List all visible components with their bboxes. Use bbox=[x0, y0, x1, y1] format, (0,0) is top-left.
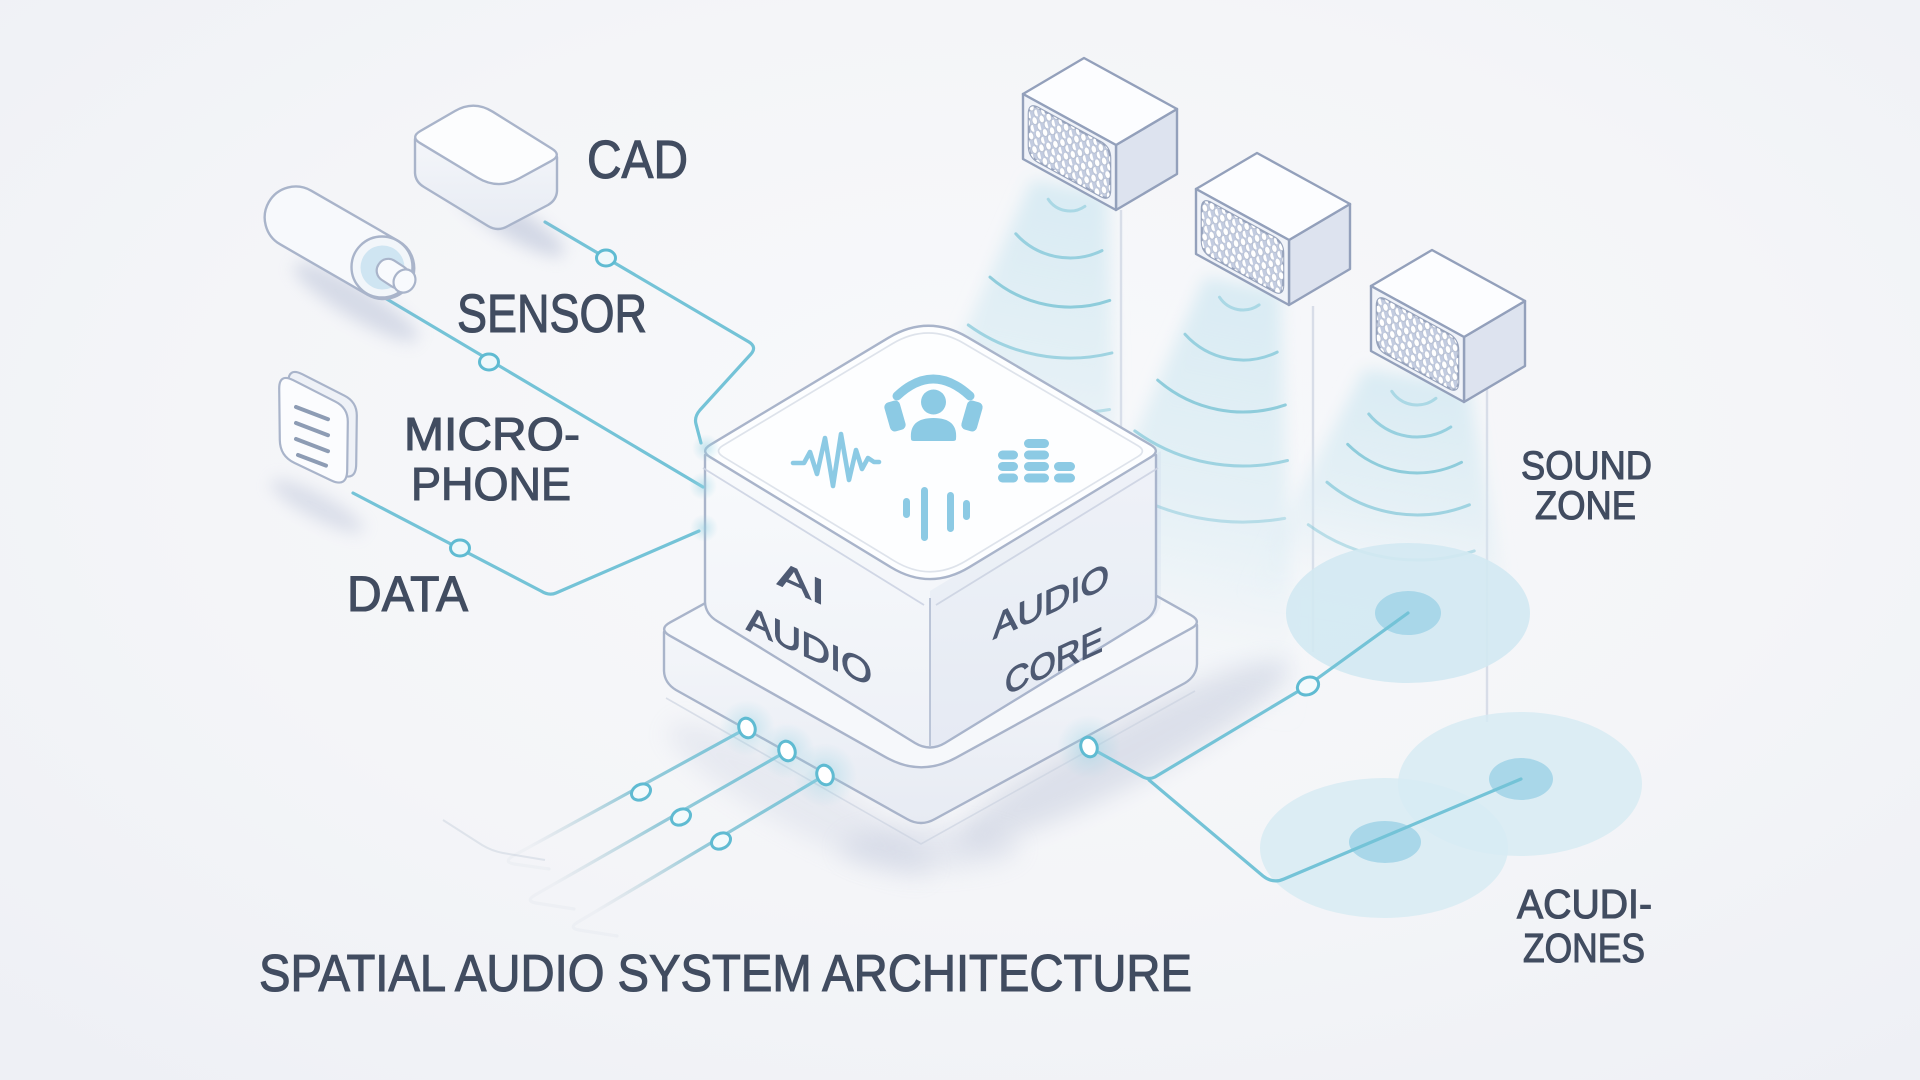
svg-text:MICRO-: MICRO- bbox=[404, 408, 580, 460]
svg-text:ACUDI-: ACUDI- bbox=[1517, 881, 1652, 927]
svg-text:SENSOR: SENSOR bbox=[457, 284, 647, 344]
svg-text:CAD: CAD bbox=[587, 130, 688, 190]
svg-text:PHONE: PHONE bbox=[411, 458, 571, 510]
svg-text:ZONES: ZONES bbox=[1523, 925, 1645, 971]
svg-text:DATA: DATA bbox=[347, 566, 469, 622]
svg-text:SOUND: SOUND bbox=[1521, 444, 1652, 488]
svg-text:ZONE: ZONE bbox=[1535, 484, 1636, 528]
svg-text:SPATIAL AUDIO SYSTEM ARCHITECT: SPATIAL AUDIO SYSTEM ARCHITECTURE bbox=[259, 945, 1192, 1003]
